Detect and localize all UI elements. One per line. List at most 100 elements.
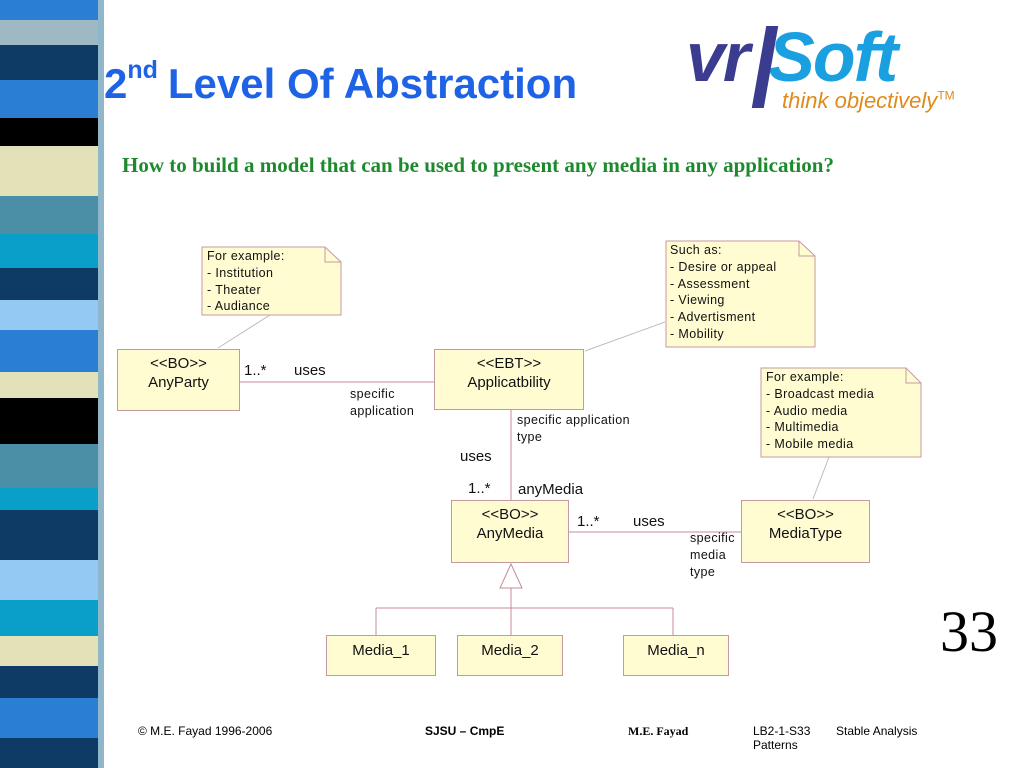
class-anyparty: <<BO>> AnyParty <box>117 349 240 411</box>
note-anchor-party <box>217 314 271 349</box>
class-stereotype: <<BO>> <box>481 506 539 523</box>
footer-topic-line-1: Stable Analysis <box>836 724 918 738</box>
title-text: Level Of Abstraction <box>167 60 578 107</box>
note-anchor-mediatype <box>812 456 830 500</box>
decorative-stripe-column <box>0 0 104 768</box>
specific-application-label: specific application <box>350 386 414 420</box>
class-anymedia: <<BO>> AnyMedia <box>451 500 569 563</box>
party-multiplicity-label: 1..* <box>244 362 267 379</box>
stripe <box>0 234 104 268</box>
class-stereotype: <<BO>> <box>150 355 207 372</box>
note-line: - Multimedia <box>766 420 839 435</box>
class-name: Media_2 <box>481 642 539 659</box>
title-ordinal: nd <box>127 56 158 84</box>
note-line: - Audiance <box>207 299 271 314</box>
stripe <box>0 20 104 45</box>
class-name: MediaType <box>768 525 843 542</box>
vertical-uses-label: uses <box>460 448 492 465</box>
note-line: - Audio media <box>766 403 848 418</box>
note-line: - Assessment <box>670 276 750 291</box>
stripe <box>0 488 104 510</box>
label-line: application <box>350 404 415 418</box>
footer-author: M.E. Fayad <box>628 724 689 738</box>
logo-trademark: TM <box>937 88 955 103</box>
note-applicability-text: Such as: - Desire or appeal - Assessment… <box>670 242 777 343</box>
note-anchor-applicability <box>584 321 666 352</box>
stripe <box>0 45 104 80</box>
label-line: type <box>690 565 716 579</box>
note-line: - Desire or appeal <box>670 259 777 274</box>
note-applicability-examples <box>665 240 816 348</box>
stripe-edge <box>98 0 104 768</box>
note-mediatype-examples <box>760 367 922 458</box>
logo-tagline: think objectivelyTM <box>782 88 955 114</box>
media-uses-label: uses <box>633 513 665 530</box>
specific-media-type-label: specific media type <box>690 530 735 581</box>
stripe <box>0 398 104 444</box>
logo-vr: vr <box>686 18 750 96</box>
note-line: For example: <box>207 249 285 263</box>
class-name: Media_1 <box>352 642 410 659</box>
stripe <box>0 666 104 698</box>
stripe <box>0 510 104 560</box>
note-line: - Viewing <box>670 293 725 308</box>
label-line: specific <box>350 387 395 401</box>
footer-course: SJSU – CmpE <box>425 724 505 738</box>
note-party-examples <box>201 246 342 316</box>
note-line: - Institution <box>207 265 274 280</box>
vertical-role-label: anyMedia <box>518 481 584 498</box>
media-multiplicity-label: 1..* <box>577 513 600 530</box>
note-party-text: For example: - Institution - Theater - A… <box>207 248 285 315</box>
class-applicability: <<EBT>> Applicatbility <box>434 349 584 410</box>
footer-topic-line-2: Patterns <box>753 738 798 752</box>
stripe <box>0 738 104 768</box>
note-fold-corner <box>798 241 815 257</box>
stripe <box>0 330 104 372</box>
note-line: - Mobility <box>670 326 725 341</box>
specific-application-type-label: specific application type <box>517 412 630 446</box>
page-title: 2nd Level Of Abstraction <box>104 56 578 108</box>
stripe <box>0 560 104 600</box>
footer-slide-code: LB2-1-S33 <box>753 724 811 738</box>
stripe <box>0 146 104 196</box>
label-line: specific application <box>517 413 630 427</box>
stripe <box>0 372 104 398</box>
class-mediatype: <<BO>> MediaType <box>741 500 870 563</box>
note-line: - Theater <box>207 282 262 297</box>
stripe <box>0 600 104 636</box>
page-number: 33 <box>940 599 998 664</box>
logo-soft: Soft <box>768 18 898 96</box>
party-uses-label: uses <box>294 362 326 379</box>
class-name: AnyMedia <box>476 525 544 542</box>
note-line: - Broadcast media <box>766 386 875 401</box>
class-stereotype: <<BO>> <box>777 506 834 523</box>
footer-copyright: © M.E. Fayad 1996-2006 <box>138 724 273 738</box>
title-number: 2 <box>104 60 128 107</box>
vertical-multiplicity-label: 1..* <box>468 480 491 497</box>
class-name: AnyParty <box>148 374 209 391</box>
note-fold-corner <box>905 368 921 384</box>
generalization-arrowhead <box>499 562 523 589</box>
stripe <box>0 636 104 666</box>
class-media-2: Media_2 <box>457 635 563 676</box>
stripe <box>0 196 104 234</box>
class-media-1: Media_1 <box>326 635 436 676</box>
note-line: Such as: <box>670 243 722 257</box>
stripe <box>0 300 104 330</box>
label-line: specific <box>690 531 735 545</box>
label-line: type <box>517 430 543 444</box>
slide-subtitle: How to build a model that can be used to… <box>122 153 834 177</box>
stripe <box>0 698 104 738</box>
stripe <box>0 0 104 20</box>
note-line: - Advertisment <box>670 310 756 325</box>
stripe <box>0 268 104 300</box>
logo-tagline-text: think objectively <box>782 88 938 113</box>
stripe <box>0 80 104 118</box>
class-stereotype: <<EBT>> <box>476 355 542 372</box>
footer-topic: Stable Analysis Patterns <box>753 724 917 752</box>
stripe <box>0 118 104 146</box>
note-fold-corner <box>324 247 341 263</box>
